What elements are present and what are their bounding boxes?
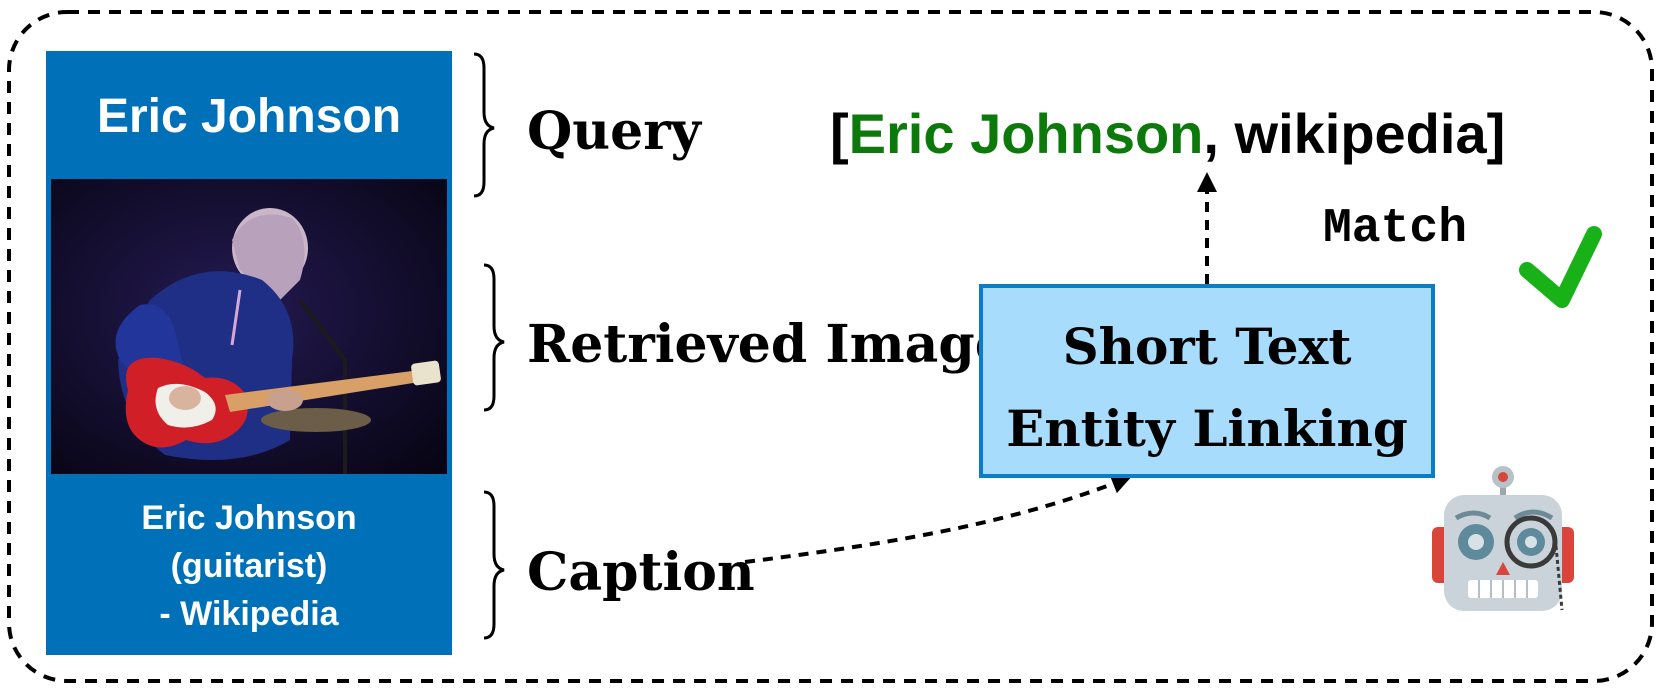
- result-separator: , wikipedia]: [1203, 102, 1505, 165]
- guitarist-figure: [115, 208, 441, 474]
- entity-linking-line-1: Short Text: [1063, 317, 1352, 376]
- caption-line-1: Eric Johnson: [141, 499, 356, 537]
- caption-to-linker-arrow: [744, 474, 1132, 564]
- caption-line-2: (guitarist): [171, 547, 328, 585]
- retrieved-image: [51, 179, 447, 474]
- query-text: Eric Johnson: [97, 90, 401, 143]
- robot-icon: [1432, 466, 1574, 611]
- result-open-bracket: [: [830, 102, 849, 165]
- query-brace: [473, 52, 495, 198]
- entity-linking-box: Short Text Entity Linking: [979, 284, 1435, 478]
- image-brace: [483, 263, 505, 412]
- entity-linking-line-2: Entity Linking: [1006, 399, 1408, 458]
- retrieved-image-label: Retrieved Image: [527, 314, 1008, 375]
- linked-result: [Eric Johnson, wikipedia]: [830, 102, 1505, 165]
- result-entity: Eric Johnson: [849, 102, 1204, 165]
- caption-label: Caption: [527, 542, 755, 603]
- entity-linking-box-shape: [979, 284, 1435, 478]
- match-label: Match: [1323, 202, 1467, 256]
- caption-brace: [483, 490, 505, 640]
- dashed-frame: [7, 10, 1654, 683]
- caption-line-3: - Wikipedia: [159, 595, 339, 633]
- check-icon: [1519, 226, 1602, 308]
- search-result-card: Eric Johnson: [46, 51, 452, 655]
- query-label: Query: [527, 101, 703, 162]
